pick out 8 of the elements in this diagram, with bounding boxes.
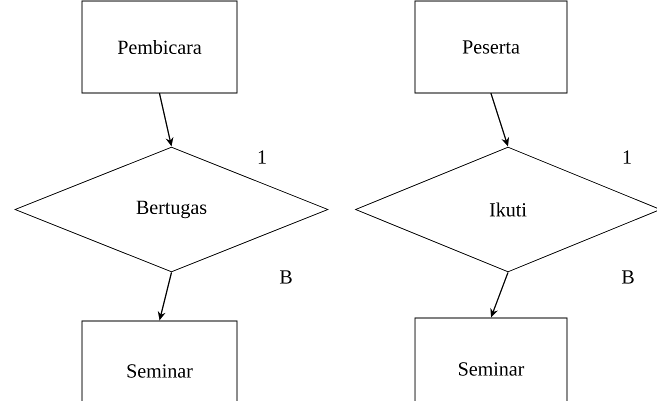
cardinality-label: B (622, 270, 634, 284)
cardinality-label: 1 (624, 150, 631, 164)
process-box: Seminar (82, 320, 238, 401)
process-box: Pembicara (82, 0, 238, 94)
cardinality-label: 1 (258, 150, 266, 164)
process-box: Peserta (414, 0, 568, 94)
process-box: Seminar (414, 318, 568, 401)
cardinality-label: B (280, 270, 292, 284)
